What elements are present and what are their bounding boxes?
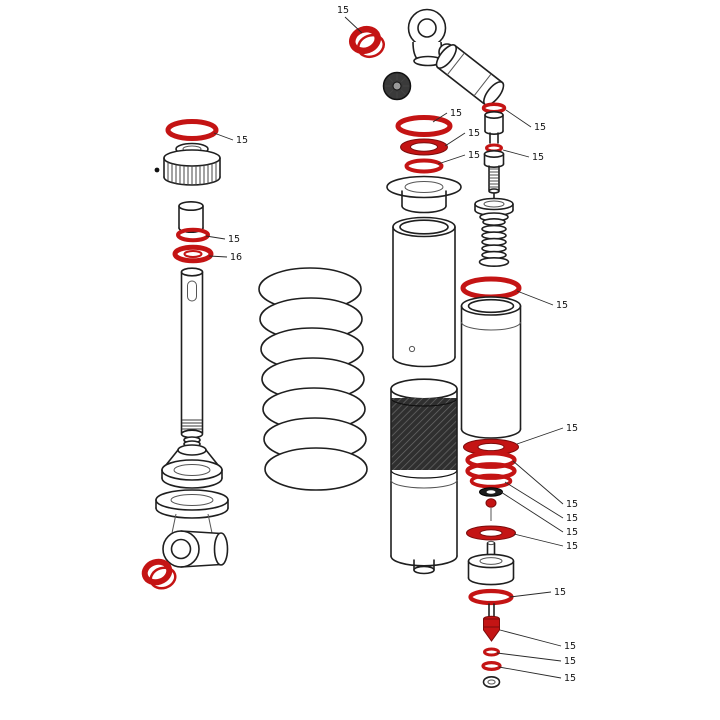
callout-label: 15 <box>468 128 480 139</box>
callout-leader <box>502 149 530 158</box>
callout-label: 16 <box>230 252 242 263</box>
callout-label: 15 <box>566 541 578 552</box>
callout-label: 15 <box>566 527 578 538</box>
callouts: 15 15 15 15 15 15 15 15 16 15 15 15 15 1… <box>205 5 578 684</box>
preload-collar <box>154 142 221 186</box>
knob-ticks <box>385 74 409 98</box>
damper-head-assembly <box>407 8 505 106</box>
callout-label: 15 <box>228 234 240 245</box>
lower-eyelet-bushing <box>141 558 177 590</box>
lower-seal-washer-bottom <box>466 525 516 541</box>
callout-leader <box>504 481 564 519</box>
shaft-spacer <box>178 201 204 233</box>
callout-label: 15 <box>554 587 566 598</box>
rebound-valve-oring <box>483 647 500 657</box>
callout-leader <box>444 132 466 147</box>
callout-label: 15 <box>468 150 480 161</box>
callout-leader <box>205 235 226 240</box>
reservoir-valve-assembly <box>481 102 507 200</box>
damper-body-upper <box>392 216 456 368</box>
damper-body-lower <box>390 378 458 575</box>
callout-label: 15 <box>564 673 576 684</box>
preload-collar-oring <box>165 119 219 141</box>
callout-leader <box>516 427 564 445</box>
reservoir-body-oring <box>460 276 522 300</box>
coil-spring <box>258 267 368 491</box>
lower-seal-pellet <box>485 498 497 508</box>
upper-eyelet-bushing <box>349 25 385 59</box>
callout-leader <box>500 491 564 533</box>
callout-leader <box>513 533 564 547</box>
reservoir-body <box>460 296 522 439</box>
callout-leader <box>437 154 466 165</box>
valve-threads <box>488 168 500 188</box>
callout-label: 15 <box>337 5 349 16</box>
lower-eyelet-hole <box>170 538 192 560</box>
seal-head <box>386 175 462 214</box>
ifp-spring <box>481 224 507 260</box>
upper-eyelet-hole <box>417 18 437 38</box>
lower-seal-ring-3 <box>469 473 513 489</box>
damper-shaft <box>180 267 204 444</box>
rebound-adjuster-knob <box>382 71 412 101</box>
callout-leader <box>512 460 564 505</box>
collar-knurl <box>167 162 217 185</box>
reservoir-valve-oring-top <box>481 102 507 114</box>
callout-label: 15 <box>236 135 248 146</box>
callout-leader <box>509 591 552 598</box>
callout-leader <box>213 132 234 141</box>
callout-label: 15 <box>534 122 546 133</box>
spring-seat <box>161 440 223 489</box>
lower-seal-washer-top <box>463 438 519 456</box>
rebound-valve-parts <box>481 603 502 688</box>
callout-leader <box>499 629 562 647</box>
rebound-valve-grommet <box>482 675 501 688</box>
callout-leader <box>505 109 532 128</box>
callout-label: 15 <box>566 513 578 524</box>
lower-seal-stack <box>463 438 519 541</box>
rebound-piston-oring <box>468 588 514 606</box>
callout-label: 15 <box>450 108 462 119</box>
rebound-piston <box>467 540 515 586</box>
lower-seal-dark-ring <box>479 487 503 497</box>
body-end-boss <box>413 565 435 575</box>
callout-leader <box>344 16 363 34</box>
lower-mount-assembly <box>155 489 229 568</box>
callout-label: 15 <box>556 300 568 311</box>
rebound-valve-core <box>483 615 500 642</box>
seal-head-oring-top <box>395 115 453 137</box>
piston-shim-stack <box>474 197 514 267</box>
callout-label: 15 <box>566 423 578 434</box>
lower-seal-ring-1 <box>465 451 517 469</box>
seal-head-oring-small <box>404 158 444 174</box>
body-port-hole <box>408 345 416 353</box>
callout-leader <box>496 652 562 662</box>
rebound-valve-ring <box>481 660 502 671</box>
shaft-seal <box>176 227 210 243</box>
callout-label: 15 <box>564 656 576 667</box>
callout-leader <box>516 290 554 306</box>
set-screw <box>154 167 160 173</box>
lower-seal-ring-2 <box>465 462 517 480</box>
seal-head-glide-ring <box>400 138 448 156</box>
callout-label: 15 <box>564 641 576 652</box>
callout-label: 15 <box>532 152 544 163</box>
shaft-keyway <box>187 280 197 302</box>
callout-leader <box>432 112 448 123</box>
callout-leader <box>208 255 228 258</box>
callout-label: 15 <box>566 499 578 510</box>
callout-leader <box>498 666 562 679</box>
shaft-wiper <box>172 244 214 264</box>
reservoir-head <box>435 44 505 106</box>
